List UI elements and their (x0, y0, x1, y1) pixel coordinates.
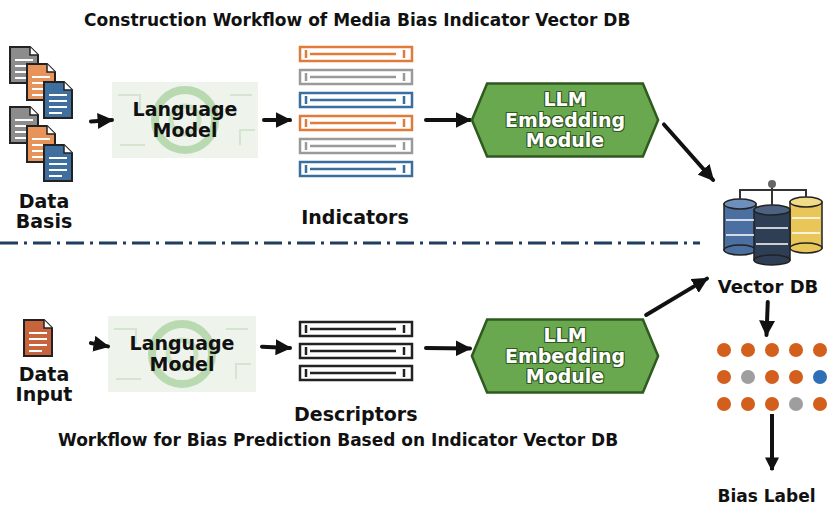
node-label: Data Basis (7, 191, 81, 232)
data-source: Data Basis (3, 42, 85, 232)
node-label: Bias Label (708, 487, 825, 505)
node-label: Descriptors (294, 404, 416, 425)
embedding-module: LLM Embedding Module (470, 318, 660, 394)
node-label: Data Input (7, 364, 81, 405)
output-vectors: Indicators (290, 42, 420, 228)
flow-arrow (91, 343, 108, 346)
node-label: Indicators (294, 207, 416, 228)
result-arrow (770, 414, 774, 470)
node-label: Language Model (125, 99, 245, 140)
label-dot-grid (717, 343, 827, 411)
model-box: Language Model (112, 82, 258, 158)
flow-arrow (664, 124, 713, 180)
diagram-caption: Workflow for Bias Prediction Based on In… (58, 430, 618, 450)
model-box: Language Model (108, 316, 256, 392)
flow-arrow (426, 118, 470, 122)
node-label: LLM Embedding Module (500, 89, 630, 151)
flow-arrow (264, 118, 290, 122)
data-source: Data Input (3, 315, 85, 405)
separator-line (0, 242, 700, 245)
language-model-backdrop (108, 82, 258, 392)
output-vectors: Descriptors (290, 315, 420, 425)
flow-arrow (767, 302, 768, 335)
vector-database: Vector DB (707, 180, 829, 296)
embedding-module: LLM Embedding Module (470, 82, 660, 158)
flow-arrow (262, 347, 290, 348)
prediction-result: Bias Label (704, 335, 829, 505)
node-label: Vector DB (711, 277, 825, 296)
node-label: Language Model (122, 333, 242, 374)
flow-arrow (646, 279, 707, 315)
database-icon (724, 180, 822, 265)
node-label: LLM Embedding Module (500, 325, 630, 387)
diagram-title: Construction Workflow of Media Bias Indi… (84, 10, 630, 30)
flow-arrow (426, 346, 470, 350)
flow-arrow (91, 120, 112, 121)
